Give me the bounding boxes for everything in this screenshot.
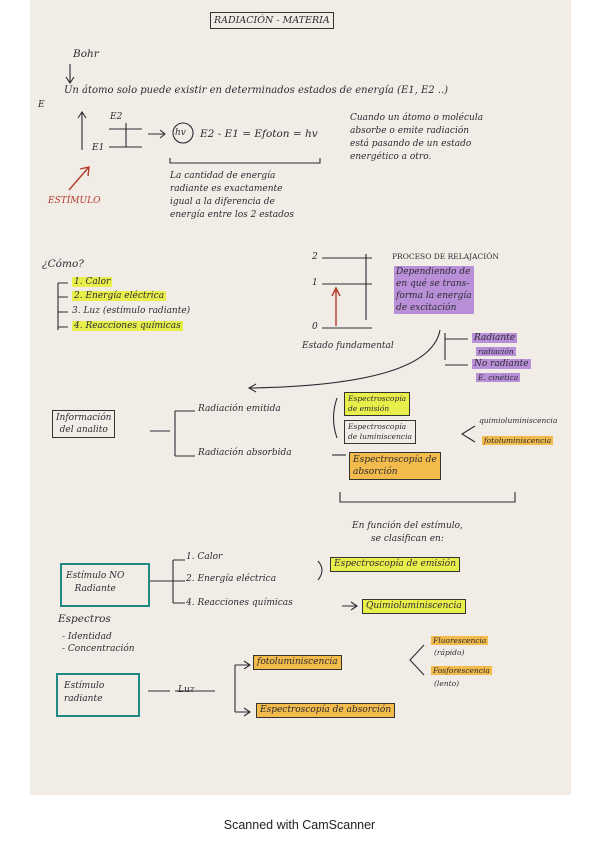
level-lower-label: E1 — [92, 143, 105, 153]
stimulus-label: ESTÍMULO — [48, 196, 101, 206]
relaxation-depends: Dependiendo de en qué se trans- forma la… — [394, 266, 474, 314]
radiant-sub: radiación — [476, 347, 516, 356]
non-radiant-stimulus-box — [60, 563, 150, 607]
photon-label: hv — [175, 128, 186, 138]
light-label: Luz — [178, 685, 195, 695]
class-item-chemical: 4. Reacciones químicas — [186, 598, 293, 608]
how-item-electric: 2. Energía eléctrica — [72, 291, 167, 301]
energy-axis-label: E — [38, 100, 45, 110]
page-title: RADIACIÓN - MATERIA — [210, 12, 334, 29]
radiant-stimulus-label: Estímulo radiante — [64, 681, 105, 704]
luminescence-spectroscopy: Espectroscopía de luminiscencia — [344, 420, 416, 444]
radiant-stimulus-box — [56, 673, 140, 717]
absorption-result: Espectroscopía de absorción — [256, 703, 396, 718]
transition-note: Cuando un átomo o molécula absorbe o emi… — [350, 113, 484, 162]
phosphorescence-label: Fosforescencia — [431, 666, 492, 675]
energy-equation: E2 - E1 = Efoton = hv — [200, 128, 318, 140]
bohr-statement: Un átomo solo puede existir en determina… — [64, 85, 449, 96]
radiant-label: Radiante — [472, 333, 518, 343]
photoluminescence-label: fotoluminiscencia — [482, 436, 554, 445]
relaxation-title: PROCESO DE RELAJACIÓN — [392, 252, 499, 261]
spectra-list: - Identidad - Concentración — [62, 632, 135, 654]
class-item-heat: 1. Calor — [186, 552, 223, 562]
emitted-radiation: Radiación emitida — [198, 404, 281, 414]
how-question: ¿Cómo? — [42, 258, 84, 270]
analyte-info-box: Información del analito — [52, 410, 116, 438]
level-2-label: 2 — [312, 252, 318, 262]
absorbed-radiation: Radiación absorbida — [198, 448, 292, 458]
fluorescence-label: Fluorescencia — [431, 636, 489, 645]
class-item-electric: 2. Energía eléctrica — [186, 574, 277, 584]
ground-state-label: Estado fundamental — [302, 341, 394, 351]
bohr-label: Bohr — [73, 48, 99, 60]
phosphorescence-sub: (lento) — [434, 679, 460, 688]
level-0-label: 0 — [312, 322, 318, 332]
emission-result: Espectroscopía de emisión — [330, 557, 460, 572]
chemiluminescence-label: quimioluminiscencia — [479, 416, 558, 425]
absorption-spectroscopy: Espectroscopía de absorción — [349, 452, 441, 480]
chemiluminescence-result: Quimioluminiscencia — [362, 599, 466, 614]
how-item-heat: 1. Calor — [72, 277, 113, 287]
fluorescence-sub: (rápido) — [434, 648, 465, 657]
level-1-label: 1 — [312, 278, 318, 288]
emission-spectroscopy: Espectroscopía de emisión — [344, 392, 411, 416]
level-upper-label: E2 — [110, 112, 123, 122]
photoluminescence-result: fotoluminiscencia — [253, 655, 342, 670]
spectra-title: Espectros — [58, 613, 111, 625]
classification-intro: En función del estímulo, se clasifican e… — [352, 521, 463, 544]
energy-explanation: La cantidad de energía radiante es exact… — [170, 171, 294, 220]
non-radiant-stimulus-label: Estímulo NO Radiante — [66, 571, 125, 594]
how-item-chemical: 4. Reacciones químicas — [72, 321, 183, 331]
scanner-footer: Scanned with CamScanner — [223, 818, 376, 832]
how-item-light: 3. Luz (estímulo radiante) — [72, 306, 191, 316]
non-radiant-sub: E. cinética — [476, 373, 521, 382]
non-radiant-label: No radiante — [472, 359, 531, 369]
